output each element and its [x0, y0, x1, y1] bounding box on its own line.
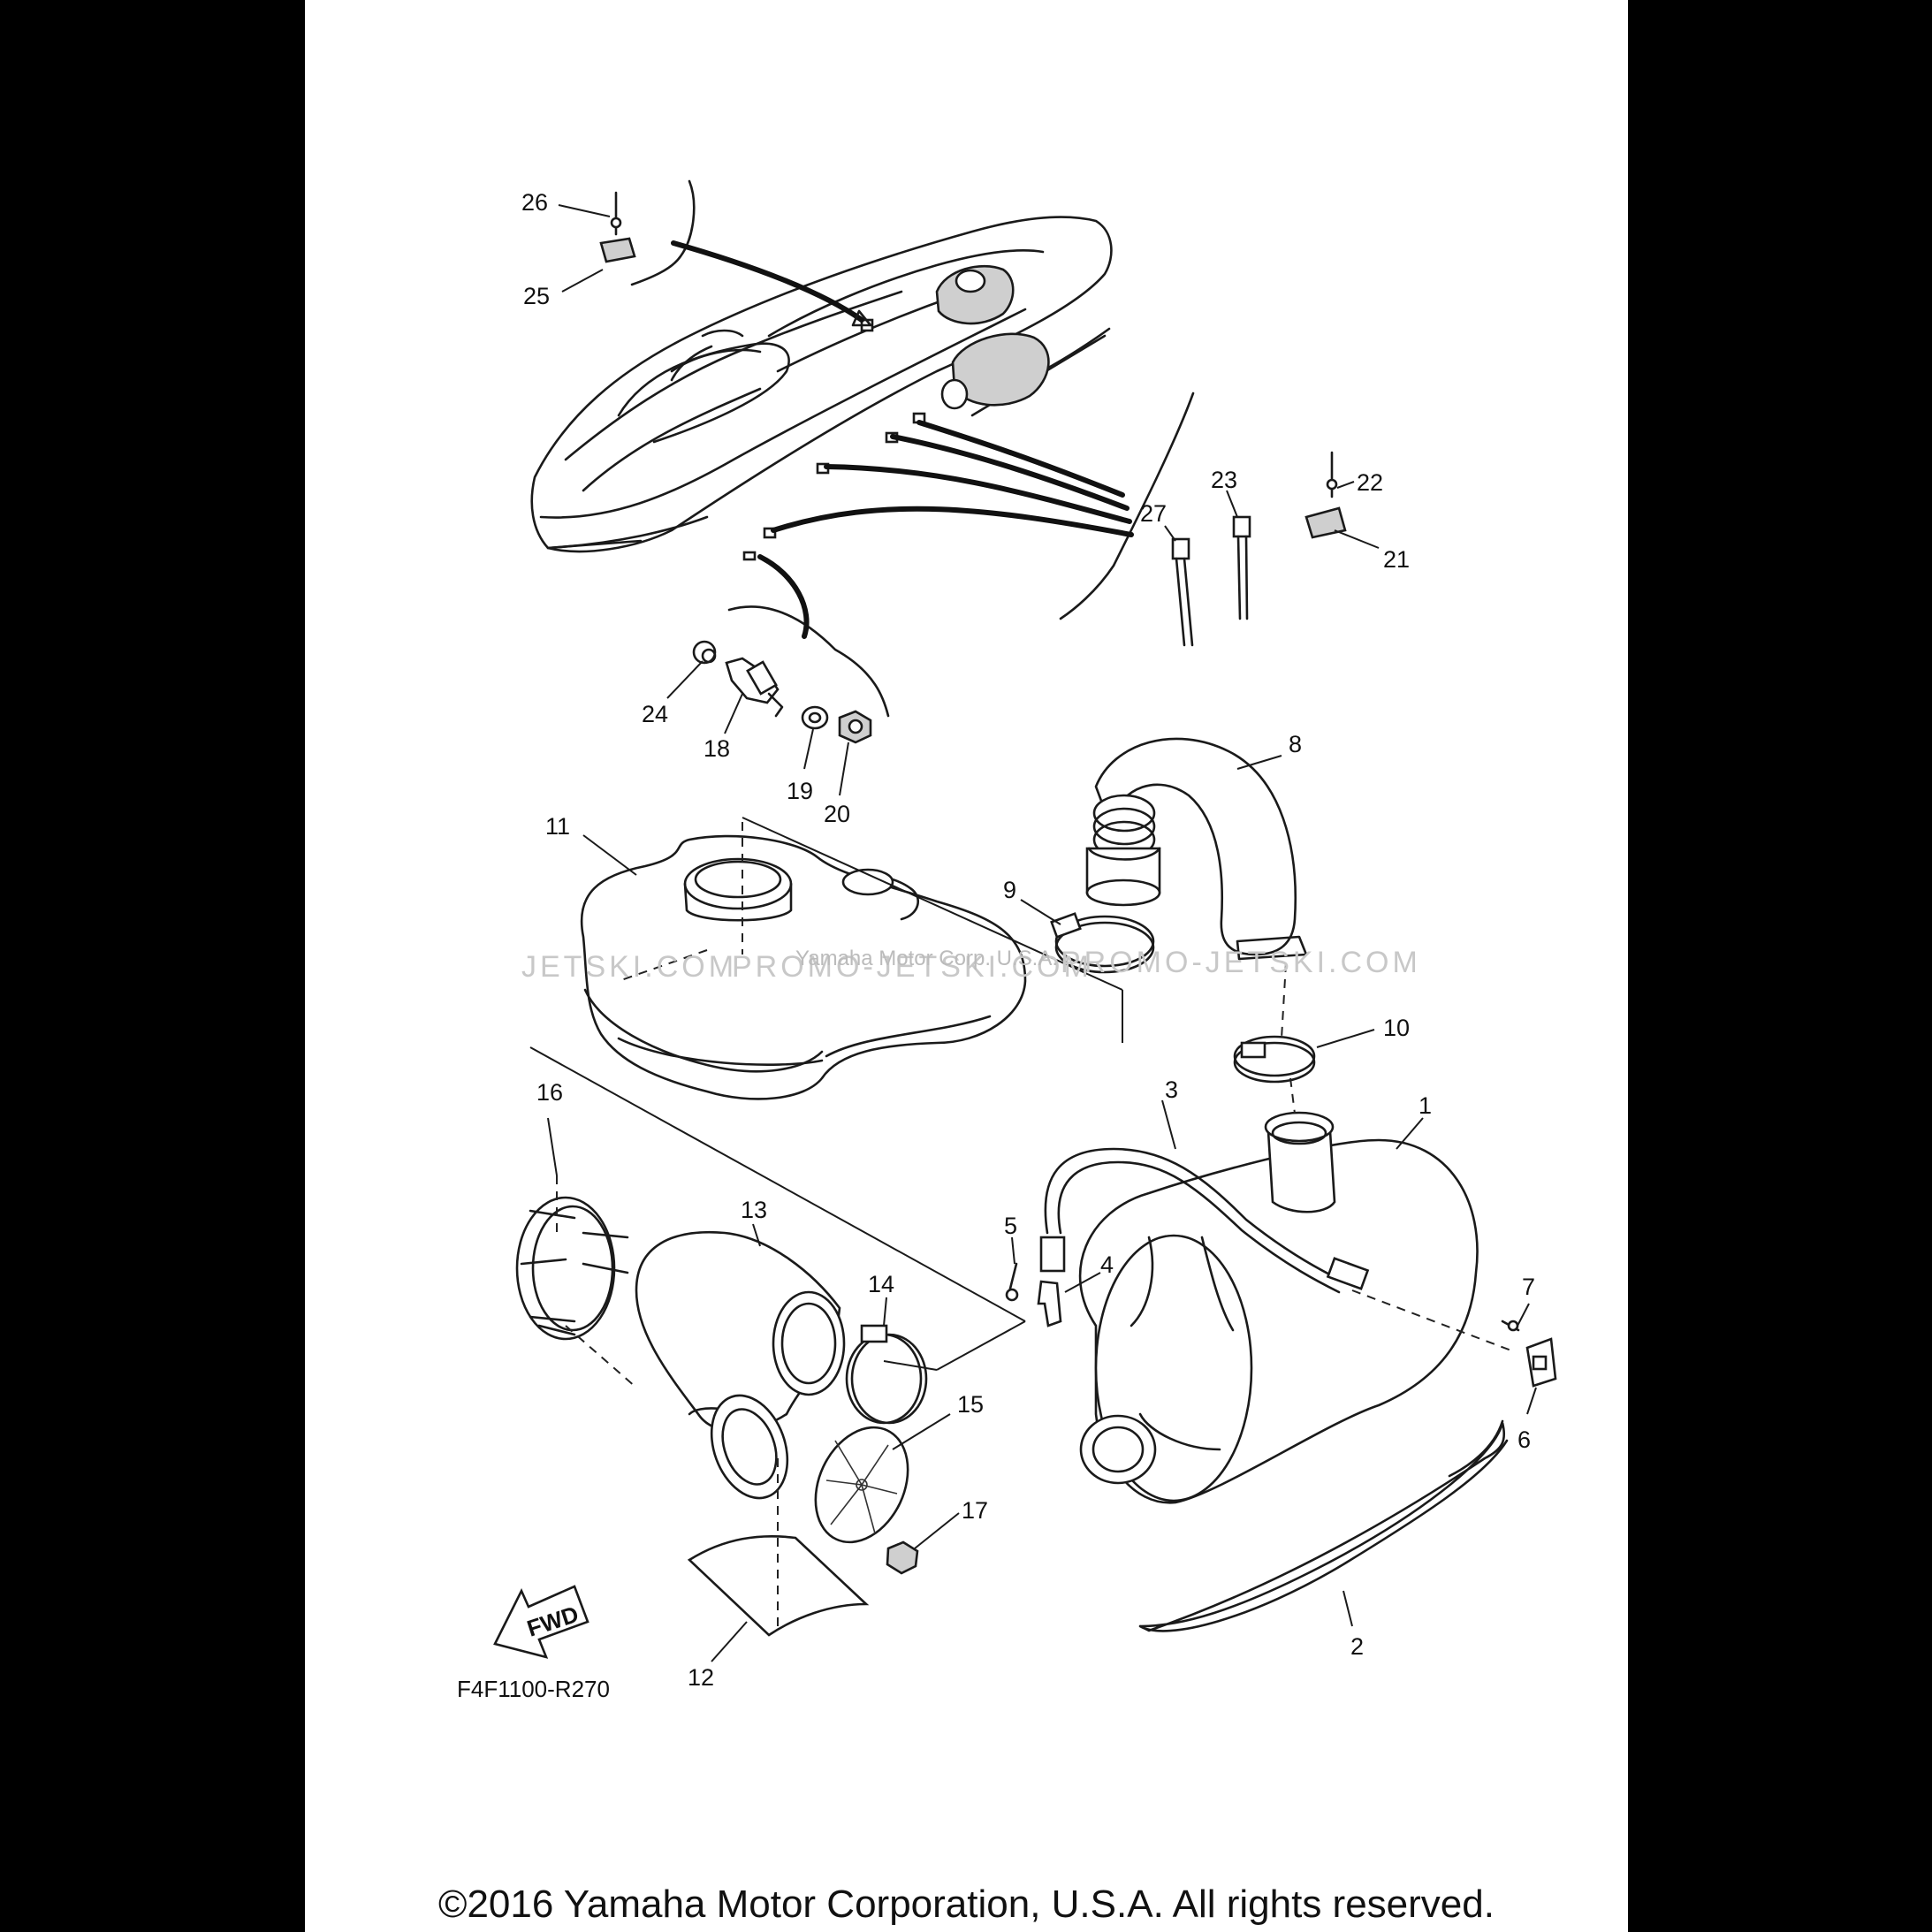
callout-5: 5 [1004, 1213, 1017, 1239]
callout-19: 19 [787, 778, 813, 804]
callout-15: 15 [957, 1391, 984, 1418]
callout-9: 9 [1003, 877, 1016, 903]
callout-11: 11 [545, 813, 570, 840]
part-5-bolt [1005, 1262, 1019, 1302]
watermarks: JETSKI.COM PROMO-JETSKI.COM PROMO-JETSKI… [521, 946, 1421, 984]
callout-4: 4 [1100, 1251, 1114, 1278]
watermark-small: Yamaha Motor Corp. U.S.A. [795, 947, 1058, 970]
part-23-cable-tie [1232, 515, 1251, 620]
part-1-muffler [1078, 1111, 1479, 1504]
callout-8: 8 [1289, 731, 1302, 757]
part-24-clip [692, 640, 717, 665]
part-27-cable-tie [1171, 537, 1194, 647]
callout-27: 27 [1140, 500, 1167, 527]
part-11-water-box [580, 834, 1027, 1100]
watercraft-overview [530, 216, 1113, 561]
part-4-bracket [1037, 1280, 1062, 1327]
detail-leaders [630, 179, 1195, 718]
part-2-heat-shield [1138, 1419, 1509, 1632]
callout-24: 24 [642, 701, 668, 727]
part-15-gasket-plate [814, 1426, 909, 1544]
callout-21: 21 [1383, 546, 1410, 573]
callout-labels: 26 25 22 21 23 27 24 18 19 20 11 8 9 10 … [521, 189, 1535, 1691]
part-17-nut [886, 1540, 919, 1575]
part-20-nut [838, 710, 872, 744]
watermark-3: PROMO-JETSKI.COM [1061, 946, 1421, 979]
callout-6: 6 [1517, 1426, 1531, 1453]
callout-20: 20 [824, 801, 850, 827]
callout-3: 3 [1165, 1076, 1178, 1103]
part-13-exhaust-elbow [635, 1230, 846, 1500]
callout-7: 7 [1522, 1274, 1535, 1300]
part-21-22-grommet-rivet [1304, 451, 1347, 539]
part-9-hose-clamp [1050, 912, 1155, 974]
callout-14: 14 [868, 1271, 894, 1297]
callout-22: 22 [1357, 469, 1383, 496]
callout-18: 18 [704, 735, 730, 762]
callout-leaders [547, 204, 1537, 1662]
part-14-hose-clamp [845, 1324, 928, 1425]
part-25-26-grommet-rivet [599, 191, 636, 263]
callout-1: 1 [1419, 1092, 1432, 1119]
part-6-bracket [1525, 1337, 1557, 1388]
part-7-bolt [1501, 1320, 1520, 1332]
callout-2: 2 [1350, 1633, 1364, 1660]
callout-26: 26 [521, 189, 548, 216]
reference-lines [529, 817, 1517, 1626]
part-3-strap [1039, 1147, 1370, 1294]
copyright-notice: ©2016 Yamaha Motor Corporation, U.S.A. A… [438, 1883, 1495, 1926]
callout-17: 17 [962, 1497, 988, 1524]
part-10-hose-clamp [1233, 1035, 1316, 1084]
diagram-code: F4F1100-R270 [457, 1676, 610, 1702]
callout-25: 25 [523, 283, 550, 309]
callout-10: 10 [1383, 1015, 1410, 1041]
fwd-arrow: FWD [493, 1585, 589, 1659]
callout-13: 13 [741, 1197, 767, 1223]
callout-12: 12 [688, 1664, 714, 1691]
part-16-mounting-ring [515, 1196, 629, 1341]
watermark-1: JETSKI.COM [521, 950, 737, 984]
callout-23: 23 [1211, 467, 1237, 493]
part-8-exhaust-pipe [1085, 737, 1308, 961]
part-19-washer [801, 705, 829, 730]
callout-16: 16 [536, 1079, 563, 1106]
part-18-drain-fitting [725, 657, 784, 718]
watermark-2: PROMO-JETSKI.COM [732, 950, 1092, 984]
